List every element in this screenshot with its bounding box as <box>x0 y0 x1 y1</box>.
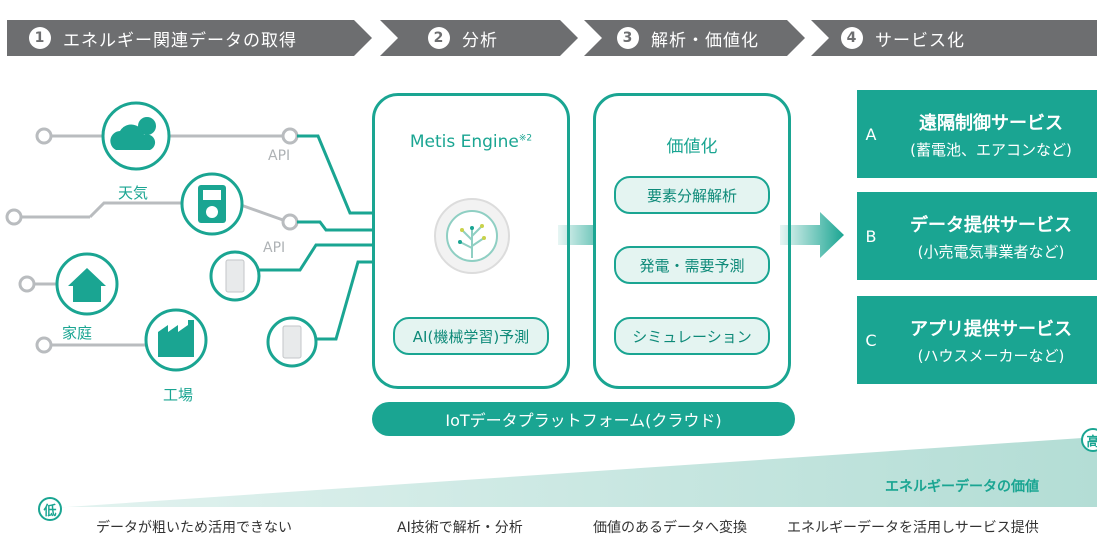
service-b: B データ提供サービス (小売電気事業者など) <box>857 192 1097 280</box>
step-chevron-2 <box>380 20 578 56</box>
step-bar <box>7 20 1097 56</box>
battery-meter-icon <box>180 172 244 236</box>
low-badge: 低 <box>38 497 62 521</box>
caption-stage-2: AI技術で解析・分析 <box>397 520 523 536</box>
value-item-2: 発電・需要予測 <box>614 246 770 284</box>
value-wedge <box>52 437 1097 508</box>
step-chevron-3 <box>584 20 805 56</box>
step-3: 3 解析・価値化 <box>617 20 759 56</box>
service-b-sub: (小売電気事業者など) <box>917 242 1065 261</box>
caption-stage-4: エネルギーデータを活用しサービス提供 <box>787 520 1039 536</box>
value-item-1: 要素分解解析 <box>614 176 770 214</box>
home-icon <box>55 252 119 316</box>
step-chevron-1 <box>7 20 372 56</box>
service-b-title: データ提供サービス <box>910 214 1072 236</box>
value-panel: 価値化 要素分解解析 発電・需要予測 シミュレーション <box>593 93 791 389</box>
smart-meter-icon <box>209 250 261 302</box>
step-label-4: サービス化 <box>875 30 965 51</box>
service-a-title: 遠隔制御サービス <box>919 112 1063 134</box>
service-b-letter: B <box>865 226 877 246</box>
step-4: 4 サービス化 <box>841 20 965 56</box>
service-c-sub: (ハウスメーカーなど) <box>917 346 1065 365</box>
caption-stage-1: データが粗いため活用できない <box>96 520 292 536</box>
weather-label: 天気 <box>118 184 149 202</box>
api-label-2: API <box>263 240 286 256</box>
step-2: 2 分析 <box>428 20 498 56</box>
metis-engine-title: Metis Engine※2 <box>409 132 533 152</box>
value-item-3: シミュレーション <box>614 317 770 355</box>
ai-prediction-pill: AI(機械学習)予測 <box>393 317 549 355</box>
service-a-letter: A <box>865 124 877 144</box>
service-c: C アプリ提供サービス (ハウスメーカーなど) <box>857 296 1097 384</box>
api-label-1: API <box>268 148 291 164</box>
value-panel-title: 価値化 <box>666 137 718 157</box>
step-chevron-4 <box>811 20 1097 56</box>
smart-meter-icon-2 <box>266 316 318 368</box>
high-badge: 高 <box>1081 428 1097 452</box>
service-a: A 遠隔制御サービス (蓄電池、エアコンなど) <box>857 90 1097 178</box>
service-c-title: アプリ提供サービス <box>910 318 1072 340</box>
factory-icon <box>144 308 208 372</box>
step-1: 1 エネルギー関連データの取得 <box>29 20 297 56</box>
factory-label: 工場 <box>163 386 194 404</box>
step-label-1: エネルギー関連データの取得 <box>63 30 297 51</box>
step-number-4: 4 <box>841 27 863 49</box>
footnote-mark: ※2 <box>518 133 533 144</box>
step-number-1: 1 <box>29 27 51 49</box>
step-number-2: 2 <box>428 27 450 49</box>
step-number-3: 3 <box>617 27 639 49</box>
service-c-letter: C <box>865 330 877 350</box>
step-label-2: 分析 <box>462 30 498 51</box>
source-network <box>5 101 412 372</box>
metis-engine-icon <box>434 198 510 274</box>
iot-platform-bar: IoTデータプラットフォーム(クラウド) <box>372 402 795 436</box>
flow-arrow-2 <box>780 212 844 258</box>
value-scale-label: エネルギーデータの価値 <box>885 479 1039 495</box>
caption-stage-3: 価値のあるデータへ変換 <box>593 520 747 536</box>
weather-icon <box>101 101 171 171</box>
home-label: 家庭 <box>62 324 93 342</box>
step-label-3: 解析・価値化 <box>651 30 759 51</box>
metis-engine-panel: Metis Engine※2 AI(機械学習)予測 <box>372 93 570 389</box>
service-a-sub: (蓄電池、エアコンなど) <box>910 140 1072 159</box>
